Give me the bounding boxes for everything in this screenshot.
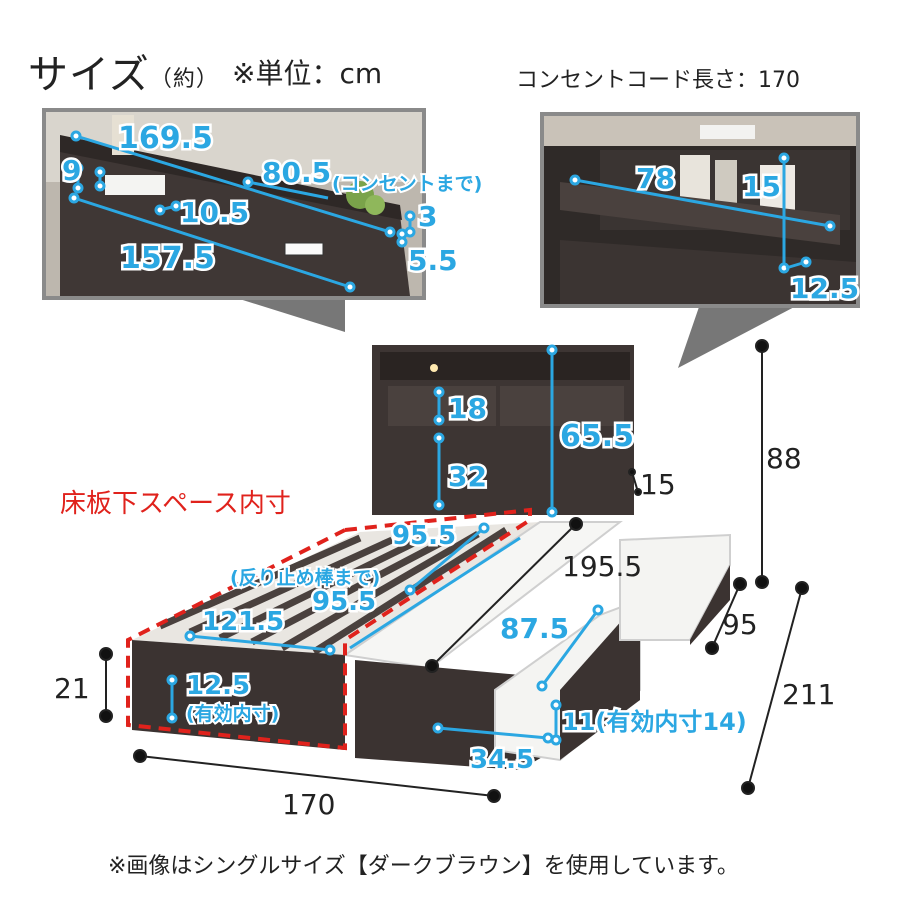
label-15-inset: 15 [742, 170, 781, 203]
label-10-5: 10.5 [180, 196, 249, 229]
label-169-5: 169.5 [118, 121, 213, 156]
label-195-5: 195.5 [562, 550, 642, 583]
label-5-5: 5.5 [408, 244, 458, 277]
blue-dimension-lines [68, 130, 836, 746]
label-21: 21 [54, 672, 90, 705]
label-15: 15 [640, 468, 676, 501]
label-157-5: 157.5 [120, 241, 215, 276]
inset-right-photo [540, 112, 860, 368]
label-9: 9 [62, 154, 81, 187]
label-underfloor-note: (反り止め棒まで) [230, 566, 380, 589]
underfloor-outline [126, 507, 532, 751]
label-80-5: 80.5 [262, 156, 331, 189]
footer-note: ※画像はシングルサイズ【ダークブラウン】を使用しています。 [108, 854, 739, 879]
inset-right-pointer [678, 304, 800, 368]
label-78: 78 [636, 162, 675, 195]
cord-length-note: コンセントコード長さ：170 [516, 68, 800, 93]
title-text: サイズ [28, 52, 150, 98]
page-title: サイズ（約） [28, 42, 219, 100]
label-18: 18 [448, 392, 487, 425]
label-95-width: 95 [722, 608, 758, 641]
label-3: 3 [418, 200, 437, 233]
label-121-5: 121.5 [202, 607, 284, 637]
black-dimension-lines [99, 339, 809, 803]
unit-note: ※単位：cm [232, 57, 383, 90]
label-11: 11(有効内寸14) [562, 708, 747, 736]
label-95-5: 95.5 [312, 587, 376, 617]
label-95-5-top: 95.5 [392, 521, 456, 551]
title-paren: （約） [149, 67, 219, 92]
label-211: 211 [782, 678, 835, 711]
label-12-5: 12.5 [186, 671, 250, 701]
label-12-5-note: (有効内寸) [186, 702, 279, 725]
label-87-5: 87.5 [500, 612, 569, 645]
label-34-5: 34.5 [470, 745, 534, 775]
inset-left-pointer [230, 296, 345, 332]
label-32: 32 [448, 460, 487, 493]
label-88: 88 [766, 442, 802, 475]
label-170: 170 [282, 788, 335, 821]
label-65-5: 65.5 [560, 419, 634, 454]
label-80-5-note: (コンセントまで) [332, 173, 482, 195]
underfloor-space-label: 床板下スペース内寸 [60, 489, 291, 519]
label-12-5-inset: 12.5 [790, 272, 859, 305]
